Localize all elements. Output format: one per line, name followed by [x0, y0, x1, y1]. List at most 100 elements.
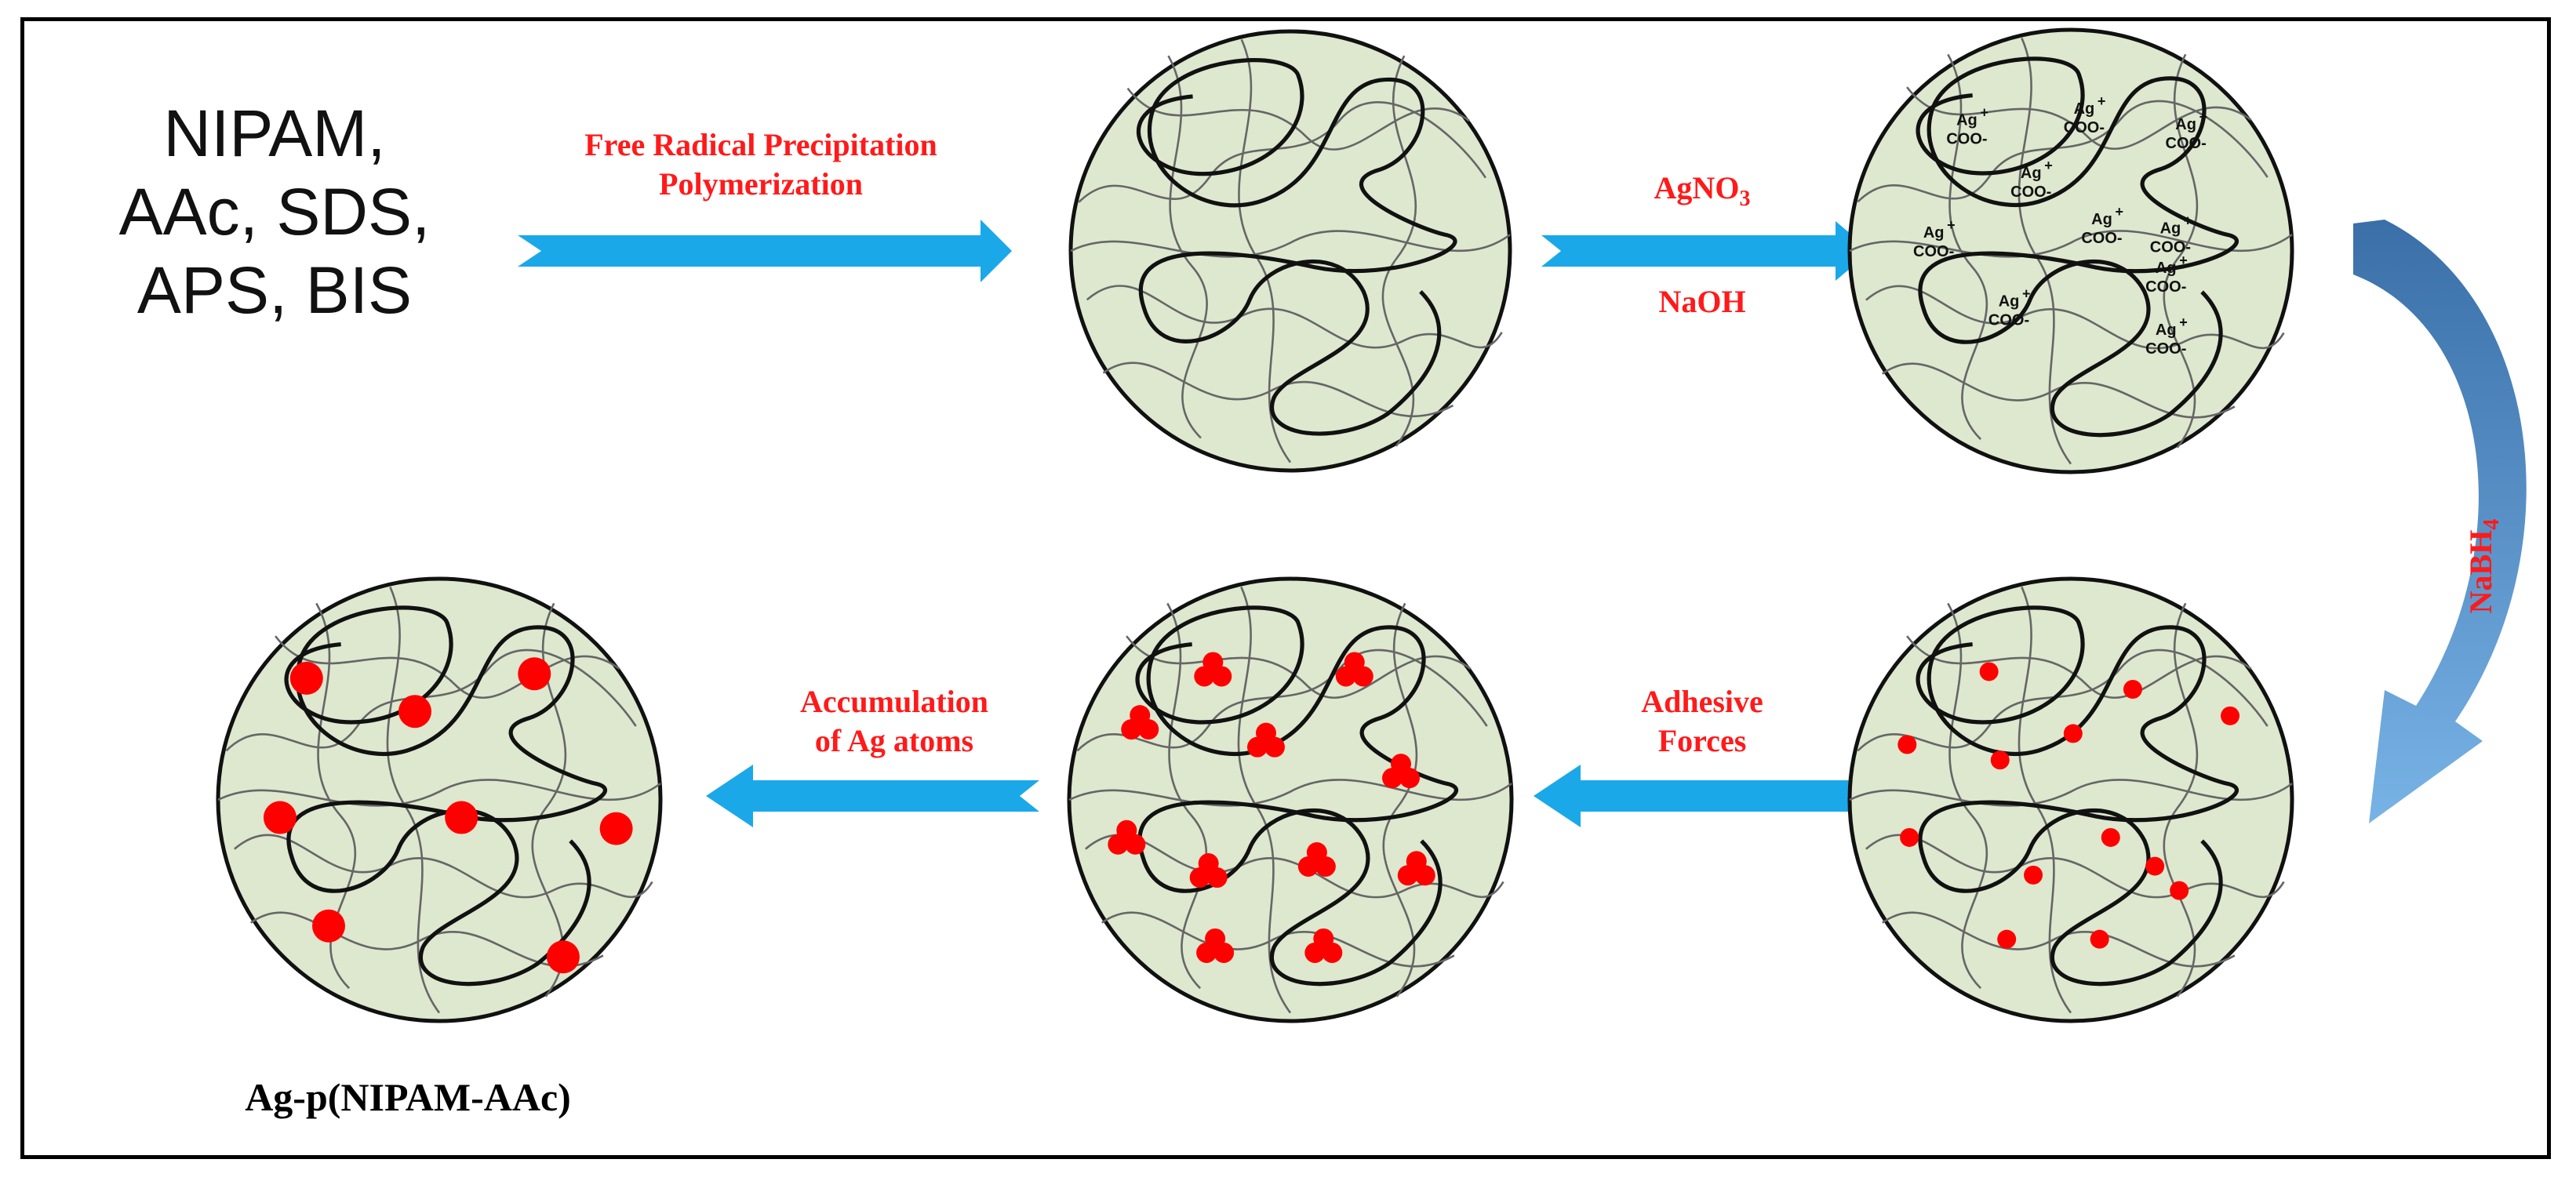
- crosslink-chain: [1238, 38, 1292, 463]
- carboxylate-label: COO-: [2081, 230, 2122, 247]
- charge-plus: +: [2115, 204, 2123, 220]
- crosslink-chain: [1865, 285, 2285, 350]
- carboxylate-label: COO-: [1946, 130, 1987, 147]
- crosslink-chain: [275, 635, 620, 699]
- polymer-backbone: [1136, 58, 1457, 436]
- crosslink-chain: [234, 834, 653, 899]
- label-polymerization: Free Radical Precipitation Polymerizatio…: [518, 125, 1004, 204]
- carboxylate-label: COO-: [2166, 135, 2207, 152]
- crosslink-chain: [1947, 53, 1988, 441]
- reactant-line-3: APS, BIS: [136, 253, 413, 327]
- polymer-backbone: [1916, 56, 2239, 438]
- crosslink-chain: [2018, 37, 2072, 465]
- carboxylate-label: COO-: [2145, 340, 2186, 358]
- label-agno3: AgNO3: [1592, 169, 1812, 219]
- silver-nanoparticle: [263, 801, 297, 834]
- silver-nanoparticle: [2101, 827, 2120, 847]
- arrow-polymerization: [518, 220, 1012, 282]
- crosslink-chain: [2018, 586, 2072, 1014]
- silver-nanoparticle: [1900, 827, 1919, 847]
- silver-nanoparticle: [2170, 881, 2189, 900]
- silver-nanoparticle: [2123, 680, 2142, 699]
- crosslink-chain: [1947, 602, 1988, 990]
- nabh4-base: NaBH: [2463, 529, 2498, 614]
- label-polymerization-line-1: Free Radical Precipitation: [584, 127, 937, 162]
- silver-cluster-atom: [1391, 754, 1411, 775]
- crosslink-chain: [1070, 230, 1511, 258]
- polymer-network: [217, 586, 661, 1014]
- label-naoh: NaOH: [1658, 284, 1746, 319]
- charge-plus: +: [2199, 109, 2208, 125]
- polymer-backbone: [1916, 605, 2239, 987]
- silver-cluster-atom: [1344, 652, 1365, 673]
- silver-cluster-atom: [1255, 722, 1276, 743]
- silver-nanoparticle: [1997, 929, 2017, 949]
- polymer-network: [1849, 586, 2293, 1014]
- label-adhesion: Adhesive Forces: [1592, 682, 1812, 761]
- charge-plus: +: [1980, 104, 1988, 120]
- product-label: Ag-p(NIPAM-AAc): [245, 1075, 571, 1119]
- silver-nanoparticle: [2090, 929, 2109, 949]
- silver-cluster-atom: [1313, 928, 1334, 949]
- silver-cluster-atom: [1205, 928, 1226, 949]
- label-polymerization-line-2: Polymerization: [659, 166, 863, 202]
- silver-nanoparticle: [1897, 735, 1917, 754]
- silver-ion-label: Ag: [1999, 293, 2020, 311]
- microgel-ag-p-nipam-aac: [216, 576, 663, 1023]
- crosslink-chain: [1865, 834, 2285, 899]
- silver-nanoparticle: [599, 812, 633, 845]
- silver-ion-label: Ag: [2156, 260, 2177, 277]
- charge-plus: +: [2179, 253, 2188, 268]
- charge-plus: +: [2022, 286, 2031, 302]
- silver-cluster-atom: [1116, 819, 1137, 841]
- label-nabh4: NaBH4: [2461, 456, 2512, 676]
- agno3-base: AgNO: [1654, 170, 1740, 205]
- silver-nanoparticle: [2024, 865, 2043, 885]
- crosslink-chain: [1126, 635, 1472, 699]
- carboxylate-label: COO-: [2150, 238, 2191, 256]
- silver-nanoparticle: [518, 657, 551, 691]
- crosslink-chain: [1381, 55, 1417, 447]
- silver-ion-label: Ag: [2074, 100, 2095, 118]
- silver-nanoparticle: [312, 909, 345, 943]
- silver-nanoparticle: [445, 801, 478, 834]
- charge-plus: +: [2044, 158, 2053, 173]
- polymer-backbone: [1135, 605, 1459, 987]
- reactant-line-1: NIPAM,: [163, 96, 386, 170]
- silver-ion-label: Ag: [2160, 220, 2181, 237]
- crosslink-chain: [1086, 285, 1503, 349]
- silver-ion-label: Ag: [1923, 224, 1945, 242]
- silver-nanoparticle: [2063, 724, 2083, 743]
- figure-border: [20, 17, 2551, 1159]
- label-accumulation-line-2: of Ag atoms: [814, 723, 974, 758]
- microgel-reduced-ag: [1847, 576, 2294, 1023]
- silver-nanoparticle: [289, 661, 323, 695]
- label-accumulation-line-1: Accumulation: [800, 684, 988, 719]
- silver-nanoparticle: [1979, 662, 1999, 681]
- silver-nanoparticle: [1990, 750, 2010, 770]
- microgel-ag-clusters: [1067, 576, 1514, 1023]
- crosslink-chain: [386, 586, 441, 1014]
- crosslink-chain: [217, 779, 661, 807]
- polymer-backbone: [284, 605, 608, 987]
- microgel-pnipam-aac: [1068, 29, 1512, 473]
- silver-ion-label: Ag: [2091, 211, 2112, 228]
- polymer-network: [1070, 38, 1511, 463]
- nabh4-subscript: 4: [2480, 518, 2504, 530]
- label-adhesion-line-1: Adhesive: [1641, 684, 1763, 719]
- agno3-subscript: 3: [1739, 187, 1751, 211]
- crosslink-chain: [1166, 602, 1208, 990]
- crosslink-chain: [2163, 602, 2199, 997]
- polymer-network: [1849, 37, 2293, 465]
- crosslink-chain: [1126, 87, 1470, 151]
- crosslink-chain: [1849, 230, 2293, 258]
- silver-nanoparticle: [2145, 856, 2165, 876]
- silver-ion-label: Ag: [1956, 111, 1977, 129]
- silver-nanoparticle: [398, 695, 431, 729]
- crosslink-chain: [1906, 86, 2252, 150]
- silver-ion-label: Ag: [2021, 165, 2042, 182]
- crosslink-chain: [1849, 779, 2293, 807]
- crosslink-chain: [1167, 55, 1208, 439]
- carboxylate-label: COO-: [1913, 243, 1954, 260]
